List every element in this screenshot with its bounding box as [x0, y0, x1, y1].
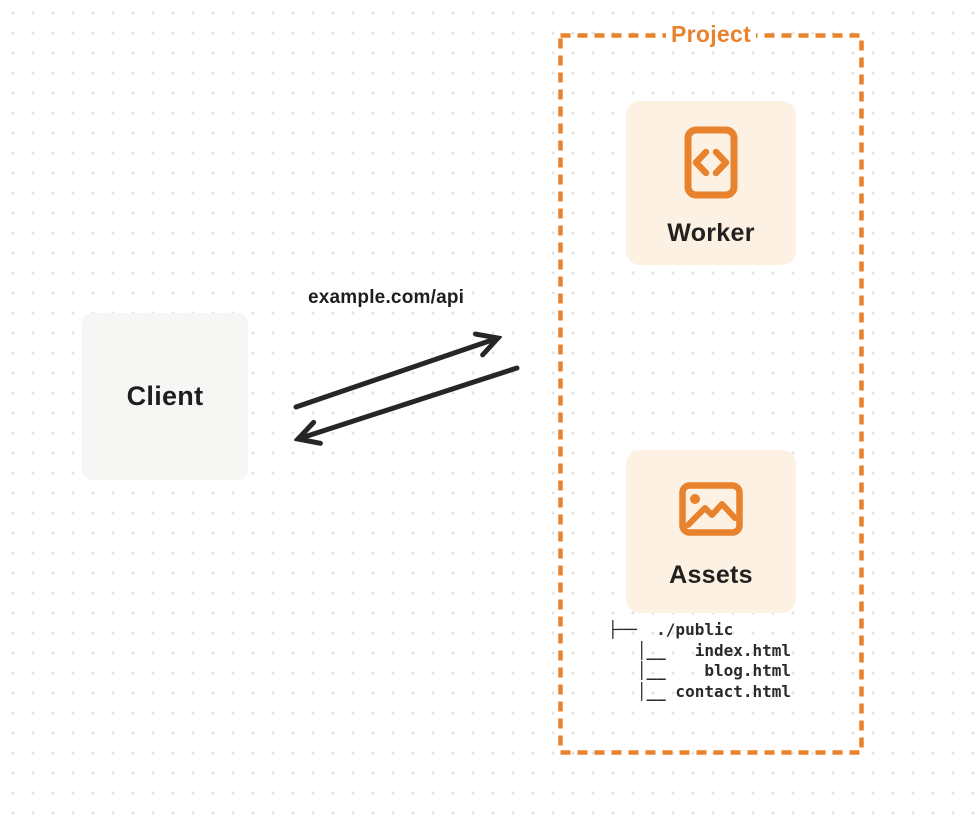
assets-label: Assets	[669, 561, 753, 589]
image-icon	[679, 482, 743, 536]
project-label: Project	[665, 21, 757, 48]
request-arrow	[293, 338, 498, 410]
project-boundary: Project Worker Assets ├── ./public │__ i…	[558, 21, 864, 755]
file-tree-root: ├── ./public	[608, 620, 734, 639]
file-tree-item: │__ index.html	[608, 640, 792, 660]
client-label: Client	[126, 381, 204, 411]
worker-label: Worker	[667, 219, 755, 247]
code-document-icon	[684, 126, 738, 199]
assets-node: Assets	[626, 450, 796, 613]
file-tree-item: │__ blog.html	[608, 661, 792, 680]
file-tree: ├── ./public │__ index.html │__ blog.htm…	[608, 620, 791, 702]
file-tree-item: │__ contact.html	[608, 681, 792, 701]
client-node: Client	[82, 313, 248, 480]
response-arrow	[298, 365, 520, 439]
request-url-label: example.com/api	[308, 287, 465, 308]
worker-node: Worker	[626, 101, 796, 265]
